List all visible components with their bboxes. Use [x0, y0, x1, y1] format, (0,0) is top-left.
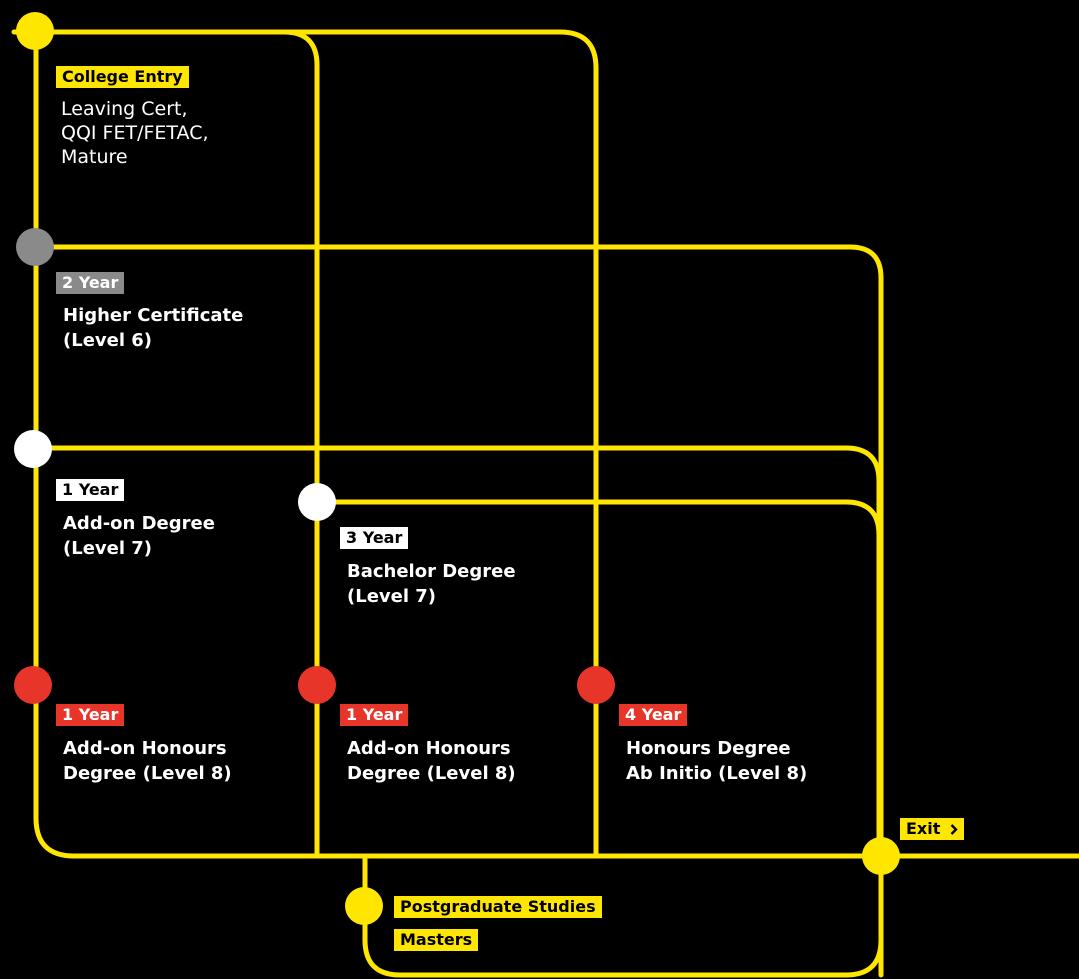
bachelor-badge: 3 Year	[340, 527, 409, 549]
addon-honours-b-badge: 1 Year	[340, 704, 409, 726]
addon-honours-a-line-1: Add-on Honours	[63, 738, 227, 759]
entry-line-1: Leaving Cert,	[61, 98, 188, 120]
track-bachelor	[314, 499, 882, 859]
entry-description: Leaving Cert, QQI FET/FETAC, Mature	[61, 97, 209, 169]
track-postgrad	[362, 853, 884, 978]
addon-honours-a-badge: 1 Year	[56, 704, 125, 726]
entry-badge: College Entry	[56, 66, 189, 88]
masters-badge: Masters	[394, 929, 479, 951]
track-top-to-col3	[33, 29, 599, 859]
exit-label: Exit	[906, 819, 941, 838]
postgrad-badge: Postgraduate Studies	[394, 896, 602, 918]
track-higher-cert	[33, 244, 884, 978]
addon-honours-a-line-2: Degree (Level 8)	[63, 763, 232, 784]
addon-degree-line-1: Add-on Degree	[63, 513, 215, 534]
entry-line-2: QQI FET/FETAC,	[61, 122, 209, 144]
bachelor-line-2: (Level 7)	[347, 586, 437, 607]
addon-honours-a-node	[14, 666, 52, 704]
higher-cert-title: Higher Certificate (Level 6)	[63, 303, 243, 353]
honours-ab-initio-node	[577, 666, 615, 704]
chevron-right-icon	[950, 818, 958, 840]
track-addon-degree	[33, 445, 882, 859]
honours-ab-initio-title: Honours Degree Ab Initio (Level 8)	[626, 736, 807, 786]
honours-ab-initio-badge: 4 Year	[619, 704, 688, 726]
track-left-column	[33, 27, 1079, 859]
higher-cert-line-2: (Level 6)	[63, 330, 153, 351]
addon-honours-b-line-1: Add-on Honours	[347, 738, 511, 759]
higher-cert-line-1: Higher Certificate	[63, 305, 244, 326]
exit-node	[862, 837, 900, 875]
addon-honours-b-node	[298, 666, 336, 704]
bachelor-line-1: Bachelor Degree	[347, 561, 516, 582]
postgrad-node	[345, 887, 383, 925]
addon-degree-node	[14, 430, 52, 468]
bachelor-title: Bachelor Degree (Level 7)	[347, 559, 516, 609]
addon-degree-line-2: (Level 7)	[63, 538, 153, 559]
higher-cert-node	[16, 228, 54, 266]
higher-cert-badge: 2 Year	[56, 272, 125, 294]
exit-badge: Exit	[900, 818, 964, 840]
addon-honours-a-title: Add-on Honours Degree (Level 8)	[63, 736, 232, 786]
addon-degree-title: Add-on Degree (Level 7)	[63, 511, 215, 561]
addon-honours-b-title: Add-on Honours Degree (Level 8)	[347, 736, 516, 786]
honours-ab-initio-line-1: Honours Degree	[626, 738, 791, 759]
addon-honours-b-line-2: Degree (Level 8)	[347, 763, 516, 784]
entry-node	[16, 12, 54, 50]
entry-line-3: Mature	[61, 146, 128, 168]
honours-ab-initio-line-2: Ab Initio (Level 8)	[626, 763, 808, 784]
bachelor-node	[298, 483, 336, 521]
addon-degree-badge: 1 Year	[56, 479, 125, 501]
